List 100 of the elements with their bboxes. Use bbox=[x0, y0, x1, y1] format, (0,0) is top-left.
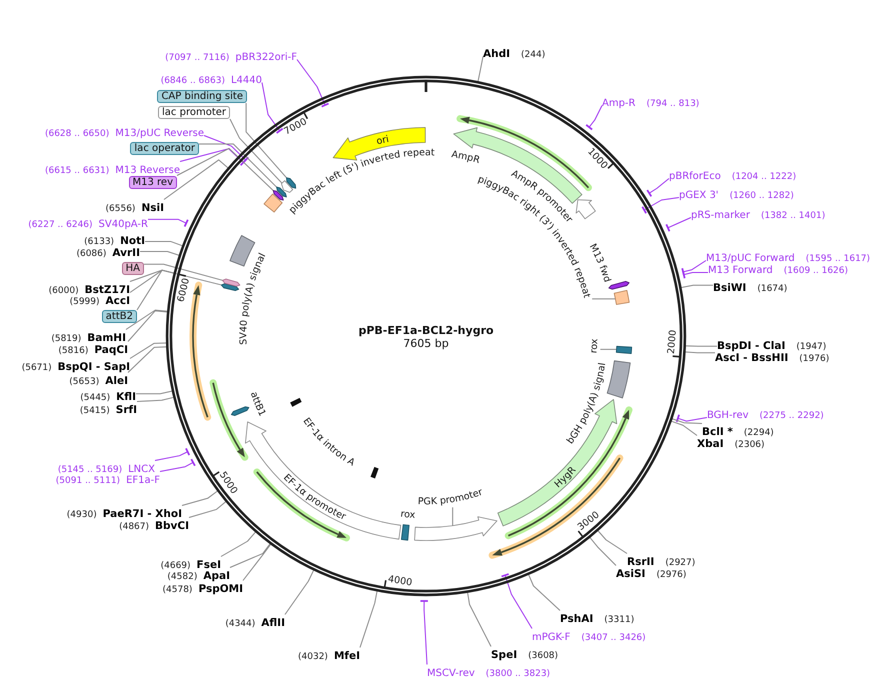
feature-marker bbox=[276, 186, 287, 198]
sequence-length: 7605 bp bbox=[403, 336, 449, 350]
restriction-site-label: (6556) NsiI bbox=[106, 200, 164, 210]
primer-label: mPGK-F (3407 .. 3426) bbox=[532, 628, 646, 640]
restriction-site-label: (4930) PaeR7I - XhoI bbox=[66, 506, 182, 516]
leader-line bbox=[164, 159, 228, 200]
restriction-site-label: XbaI (2306) bbox=[697, 436, 765, 446]
leader-line bbox=[585, 105, 602, 130]
feature-block bbox=[616, 346, 632, 354]
leader-line bbox=[130, 270, 174, 282]
feature-label: rox bbox=[400, 508, 416, 521]
leader-line bbox=[590, 537, 616, 566]
leader-line bbox=[685, 345, 718, 347]
feature-marker bbox=[222, 278, 240, 287]
feature-label: rox bbox=[588, 338, 600, 354]
leader-line bbox=[188, 501, 226, 518]
restriction-site-label: (4867) BbvCI bbox=[119, 518, 189, 528]
leader-line bbox=[230, 118, 282, 184]
leader-line bbox=[130, 270, 174, 293]
leader-line bbox=[682, 270, 708, 280]
feature-marker bbox=[220, 283, 240, 291]
tick-label: 6000 bbox=[176, 277, 192, 304]
leader-line bbox=[136, 396, 174, 402]
leader-line bbox=[478, 56, 484, 82]
leader-line bbox=[600, 348, 618, 350]
leader-line bbox=[641, 197, 680, 214]
restriction-site-label: (5653) AleI bbox=[69, 372, 128, 384]
leader-line bbox=[452, 506, 454, 526]
leader-line bbox=[180, 148, 247, 166]
restriction-site-label: (5415) SrfI bbox=[80, 402, 137, 412]
plasmid-name: pPB-EF1a-BCL2-hygro bbox=[358, 324, 494, 336]
restriction-site-label: (5819) BamHI bbox=[51, 330, 126, 340]
tick-label: 2000 bbox=[666, 329, 679, 354]
feature-label: ori bbox=[375, 134, 390, 148]
leader-line bbox=[230, 543, 270, 568]
restriction-site-label: (4344) AflII bbox=[225, 614, 285, 626]
feature-marker bbox=[272, 190, 284, 201]
primer-label: MSCV-rev (3800 .. 3823) bbox=[427, 664, 550, 676]
restriction-site-label: AhdI (244) bbox=[483, 46, 546, 56]
feature-tag: attB2 bbox=[102, 310, 137, 323]
leader-line bbox=[128, 346, 167, 373]
feature-tag: lac promoter bbox=[158, 106, 230, 119]
primer-label: M13 Forward (1609 .. 1626) bbox=[708, 262, 848, 272]
leader-line bbox=[246, 102, 287, 178]
leader-line bbox=[500, 573, 532, 629]
tick-label: 4000 bbox=[387, 574, 413, 589]
restriction-site-label: (6133) NotI bbox=[84, 232, 145, 244]
restriction-site-label: (5445) KflI bbox=[80, 388, 136, 400]
leader-line bbox=[144, 264, 223, 281]
feature-band bbox=[414, 516, 498, 541]
leader-line bbox=[160, 458, 196, 472]
leader-line bbox=[136, 270, 222, 310]
feature-tag: M13 rev bbox=[128, 176, 177, 188]
leader-line bbox=[128, 310, 168, 342]
leader-line bbox=[676, 414, 708, 423]
leader-line bbox=[665, 217, 692, 232]
restriction-site-label: (4669) FseI bbox=[160, 556, 221, 568]
leader-line bbox=[685, 352, 716, 354]
leader-line bbox=[262, 82, 284, 134]
leader-line bbox=[592, 298, 616, 300]
leader-line bbox=[296, 59, 330, 108]
restriction-site-label: (6086) AvrII bbox=[76, 244, 140, 256]
leader-line bbox=[680, 284, 714, 288]
leader-line bbox=[176, 148, 274, 191]
feature-label: AmpR bbox=[450, 149, 482, 166]
leader-line bbox=[420, 600, 429, 665]
leader-line bbox=[671, 420, 698, 436]
feature-block bbox=[614, 290, 630, 305]
leader-line bbox=[126, 310, 168, 330]
feature-tag: CAP binding site bbox=[157, 90, 247, 103]
restriction-site-label: RsrII (2927) bbox=[627, 554, 696, 564]
leader-line bbox=[467, 592, 492, 647]
restriction-site-label: AsiSI (2976) bbox=[616, 566, 686, 576]
leader-line bbox=[182, 490, 218, 506]
restriction-site-label: BsiWI (1674) bbox=[713, 280, 788, 290]
restriction-site-label: (6000) BstZ17I bbox=[48, 282, 130, 292]
leader-line bbox=[284, 570, 314, 615]
primer-label: (6615 .. 6631) M13 Reverse bbox=[44, 162, 180, 172]
leader-line bbox=[198, 144, 278, 188]
restriction-site-label: PshAI (3311) bbox=[560, 610, 634, 622]
primer-label: (6846 .. 6863) L4440 bbox=[160, 72, 262, 82]
primer-label: (5145 .. 5169) LNCX bbox=[58, 460, 155, 472]
leader-line bbox=[144, 241, 183, 246]
restriction-site-label: BclI * (2294) bbox=[702, 424, 774, 434]
feature-tag: HA bbox=[122, 262, 144, 275]
leader-line bbox=[528, 574, 560, 611]
leader-line bbox=[148, 218, 189, 228]
tick-label: 7000 bbox=[282, 116, 309, 138]
leader-line bbox=[130, 342, 167, 359]
leader-line bbox=[154, 447, 190, 461]
leader-line bbox=[220, 532, 256, 557]
leader-line bbox=[140, 251, 180, 256]
restriction-site-label: (4032) MfeI bbox=[298, 648, 360, 658]
leader-line bbox=[598, 530, 628, 554]
leader-line bbox=[672, 418, 702, 424]
leader-line bbox=[646, 178, 670, 198]
feature-tag: lac operator bbox=[130, 142, 199, 154]
primer-label: BGH-rev (2275 .. 2292) bbox=[707, 406, 824, 418]
leader-line bbox=[360, 590, 378, 648]
leader-line bbox=[136, 390, 172, 394]
